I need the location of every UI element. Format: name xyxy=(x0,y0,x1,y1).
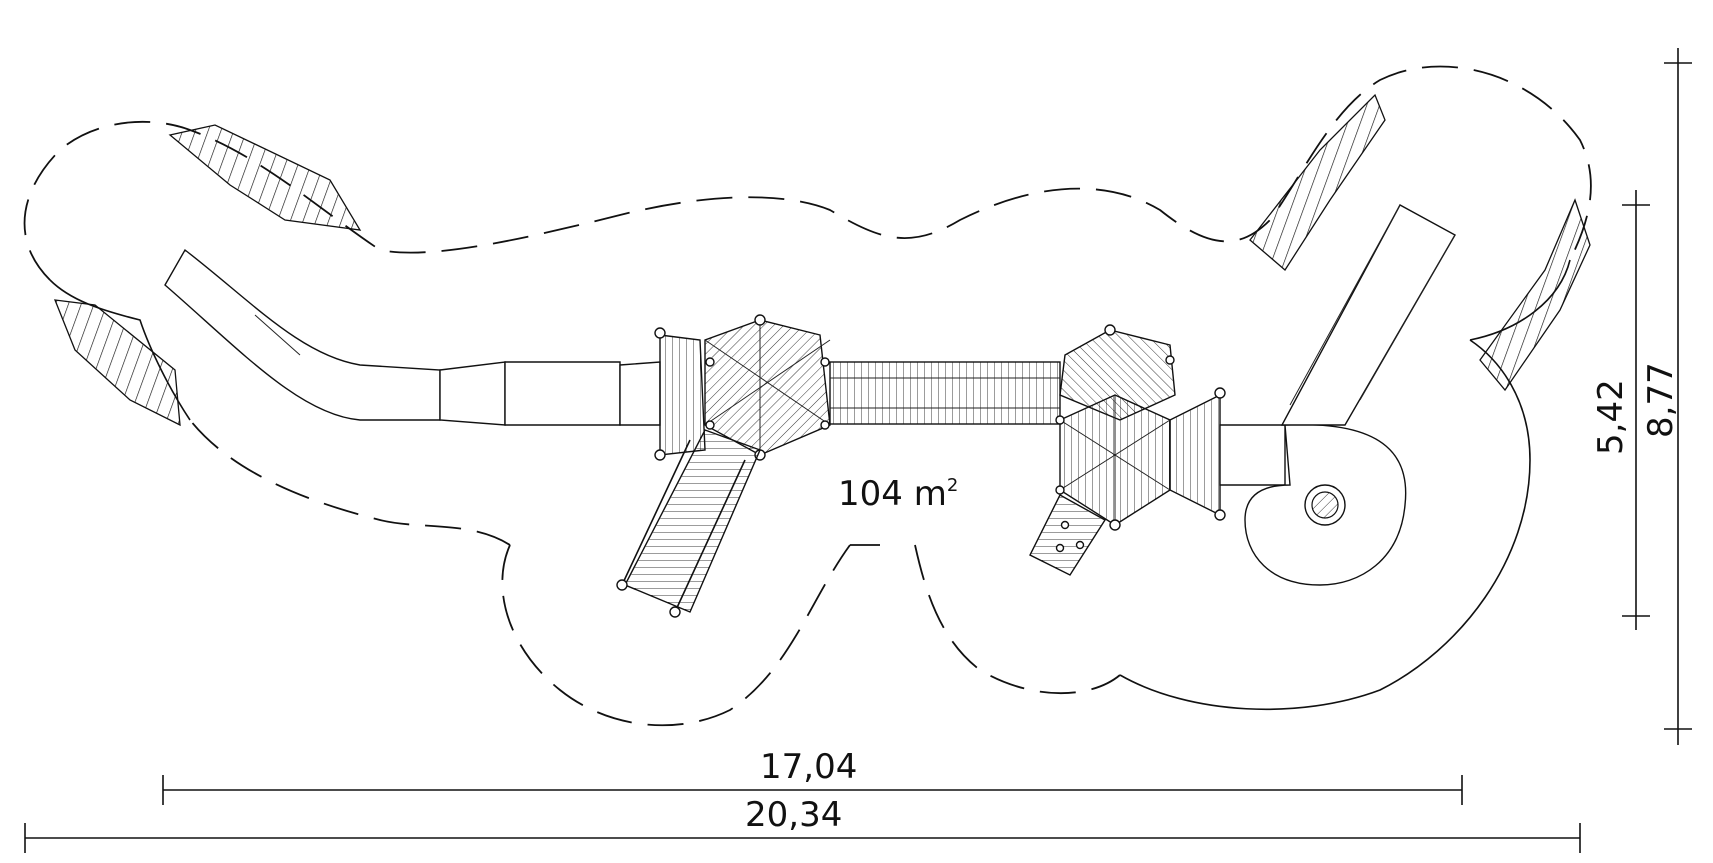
right-climbing-wall xyxy=(1029,494,1106,576)
width-inner-label: 17,04 xyxy=(760,747,857,787)
height-outer-dimension: 8,77 xyxy=(1641,48,1692,745)
left-slide xyxy=(164,248,661,426)
height-outer-label: 8,77 xyxy=(1641,362,1681,438)
area-label: 104 m2 xyxy=(838,474,958,514)
width-outer-label: 20,34 xyxy=(745,795,842,835)
width-inner-dimension: 17,04 xyxy=(162,747,1463,805)
hatched-embankments xyxy=(53,93,1591,427)
right-spiral-slide xyxy=(1219,204,1456,586)
bridge xyxy=(829,361,1061,425)
height-inner-label: 5,42 xyxy=(1591,379,1631,455)
width-outer-dimension: 20,34 xyxy=(24,795,1581,853)
left-tower xyxy=(654,314,831,461)
left-ladder xyxy=(616,429,761,618)
right-tower xyxy=(1055,324,1226,531)
height-inner-dimension: 5,42 xyxy=(1591,190,1650,630)
